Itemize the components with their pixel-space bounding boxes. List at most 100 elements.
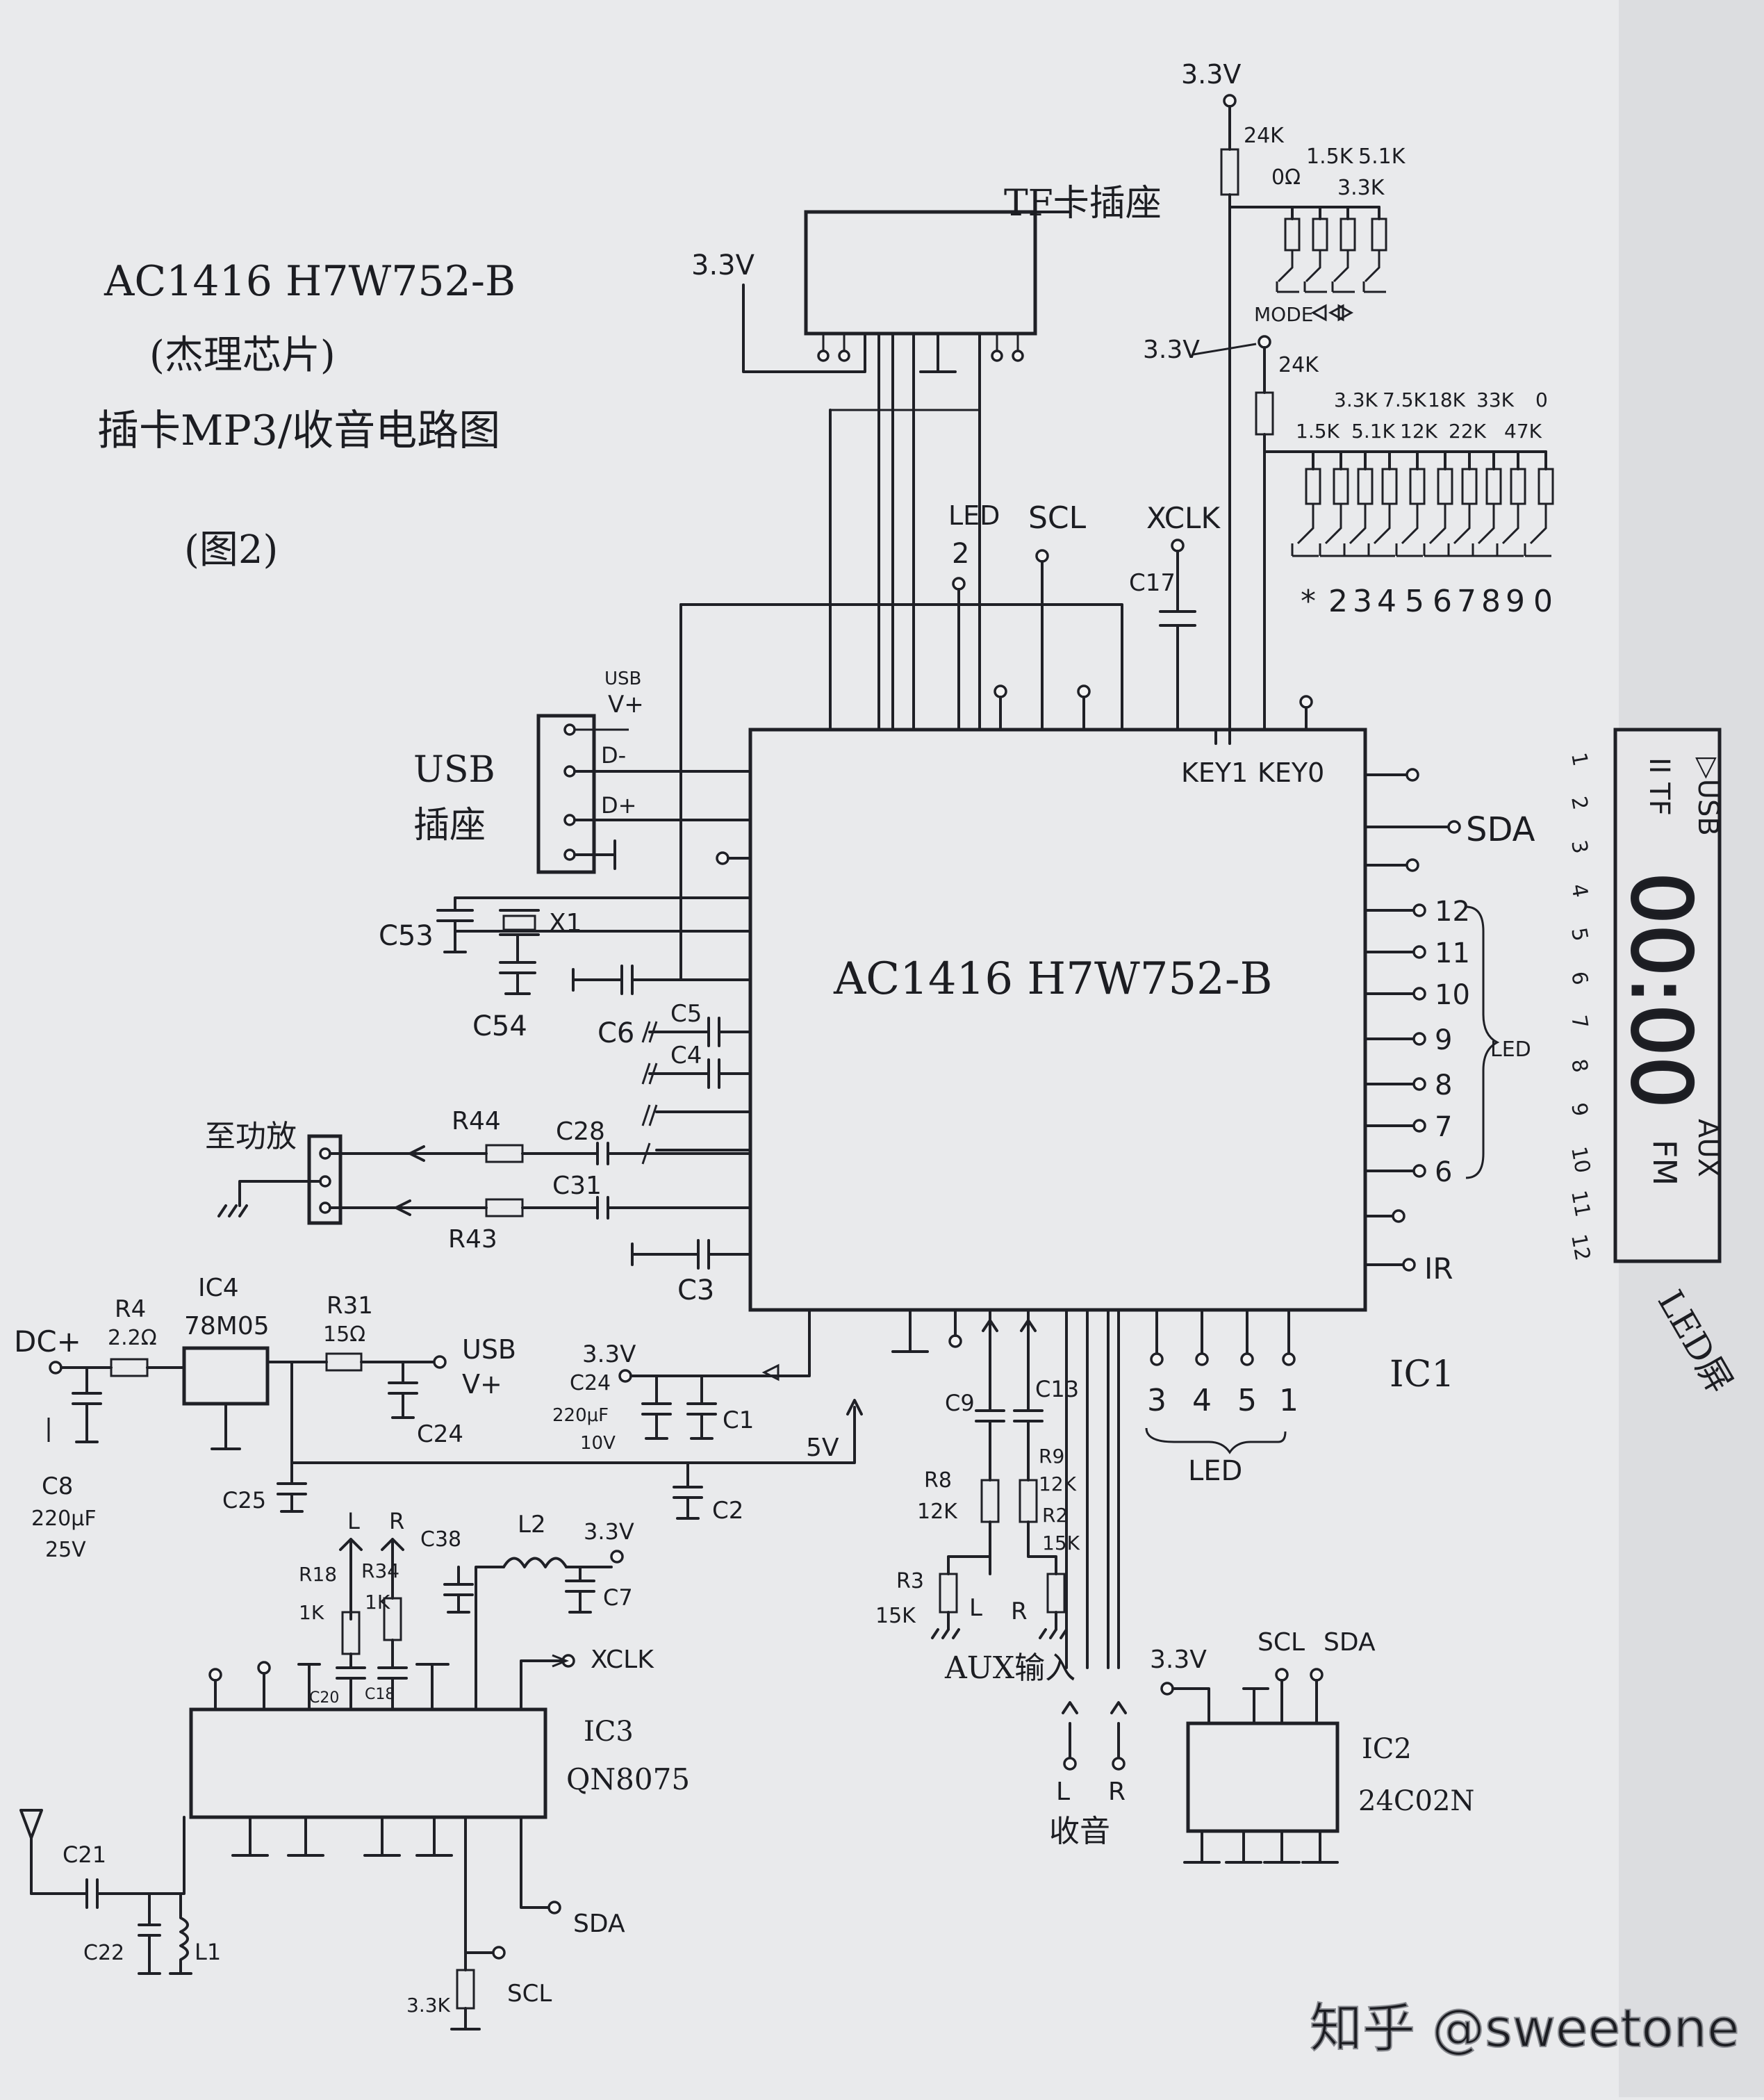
usb-socket-label-1: USB (413, 749, 495, 791)
led-pin-label: 11 (1435, 937, 1470, 969)
c4-label: C4 (670, 1042, 702, 1069)
num-key-switch (1524, 504, 1551, 557)
num-r-top-label: 33K (1476, 388, 1515, 411)
c6-label: C6 (597, 1017, 634, 1049)
c31-label: C31 (552, 1172, 602, 1200)
c13-label: C13 (1035, 1376, 1079, 1402)
led2-label-b: 2 (952, 538, 969, 570)
bottom-led-num: 1 (1279, 1383, 1299, 1418)
r18-label: R18 (299, 1563, 337, 1586)
num-r-bottom-label: 47K (1504, 420, 1542, 443)
c24b-val-a: 220μF (552, 1405, 609, 1426)
r3-label: R3 (896, 1569, 924, 1593)
bottom-led-label: LED (1188, 1455, 1242, 1487)
mode-r-0: 0Ω (1271, 165, 1301, 190)
radio-l-label: L (1056, 1778, 1070, 1806)
ic3-r: R (389, 1508, 404, 1534)
mode-key-switch (1276, 250, 1299, 293)
c7-label: C7 (603, 1584, 633, 1611)
c24-label: C24 (417, 1420, 463, 1448)
mode-pullup: 24K (1244, 124, 1285, 148)
scl-top-label: SCL (1028, 500, 1087, 536)
led-pin-label: 12 (1435, 896, 1470, 928)
tf-card-socket: TF卡插座 3.3V (691, 183, 1162, 731)
num-r-top-label: 0 (1535, 388, 1548, 411)
bottom-led-num: 5 (1237, 1383, 1257, 1418)
r2-label: R2 (1042, 1504, 1068, 1527)
usb-dminus-label: D- (601, 742, 626, 769)
num-key-label: * (1301, 584, 1316, 619)
c8-val-a: 220μF (31, 1507, 97, 1531)
mode-key-switch (1303, 250, 1327, 293)
v5-label: 5V (806, 1434, 839, 1462)
mode-r-1: 1.5K (1306, 145, 1354, 169)
ic3-part: QN8075 (566, 1762, 690, 1796)
led-pin-label: 8 (1435, 1069, 1452, 1101)
mode-key-ladder: 3.3V 24K 0Ω 1.5K 3.3K 5.1K MODE (1181, 59, 1406, 745)
display-pin-number: 10 (1566, 1145, 1594, 1175)
usb-socket-body (536, 714, 596, 874)
ic3-fm-tuner: IC3 QN8075 L R R18 1K R34 1K C20 C18 C38… (19, 1508, 690, 2031)
num-key-label: 8 (1481, 584, 1501, 619)
title-line-3: 插卡MP3/收音电路图 (97, 407, 500, 455)
disp-aux: AUX (1692, 1119, 1724, 1177)
ic3-sda: SDA (573, 1910, 625, 1938)
sda-right-label: SDA (1466, 810, 1535, 849)
led-pin (1412, 903, 1426, 917)
c21-label: C21 (63, 1841, 106, 1868)
num-r-bottom-label: 22K (1449, 420, 1487, 443)
r31-label: R31 (327, 1292, 373, 1320)
c9-label: C9 (945, 1390, 975, 1416)
radio-r-label: R (1108, 1778, 1126, 1806)
led-pin (1412, 1119, 1426, 1133)
title-block: AC1416 H7W752-B (杰理芯片) 插卡MP3/收音电路图 (图2) (97, 257, 516, 573)
crystal-block: C53 X1 C54 (379, 896, 752, 1042)
num-key-switch (1395, 504, 1423, 557)
usb-v-a: USB (462, 1334, 516, 1365)
ic2-eeprom: IC2 24C02N 3.3V SCL SDA (1150, 1628, 1474, 1864)
num-supply: 3.3V (1143, 336, 1200, 364)
r44-label: R44 (452, 1107, 501, 1135)
l2-label: L2 (518, 1511, 546, 1539)
ic3-pull: 3.3K (406, 1994, 451, 2017)
num-key-label: 4 (1377, 584, 1396, 619)
num-r-top-label: 3.3K (1334, 388, 1378, 411)
c17-label: C17 (1129, 569, 1176, 597)
led2-pin (952, 577, 966, 591)
mode-key-symbols (1310, 304, 1354, 322)
ic2-body (1186, 1721, 1340, 1833)
mode-supply: 3.3V (1181, 59, 1241, 90)
r34-val: 1K (365, 1591, 390, 1614)
num-key-switch (1367, 504, 1395, 557)
ic2-part: 24C02N (1358, 1785, 1474, 1817)
ic3-l: L (347, 1508, 360, 1534)
aux-input: C9 R8 12K R3 15K L C13 R9 12K R2 15K R A… (875, 1309, 1127, 1849)
r4-value: 2.2Ω (108, 1326, 157, 1350)
c38-label: C38 (420, 1527, 461, 1552)
bottom-led-num: 4 (1192, 1383, 1212, 1418)
num-r-bottom-label: 12K (1400, 420, 1438, 443)
ic1-name: AC1416 H7W752-B (833, 953, 1273, 1005)
ic4-label: IC4 (198, 1274, 239, 1302)
ic3-v33: 3.3V (584, 1518, 634, 1545)
usb-vplus-label: V+ (608, 691, 644, 719)
r18-val: 1K (299, 1601, 324, 1624)
ic3-ref: IC3 (584, 1716, 634, 1748)
c22-label: C22 (83, 1941, 124, 1965)
c5-label: C5 (670, 1000, 702, 1028)
ir-label: IR (1424, 1252, 1453, 1286)
led-pin (1412, 987, 1426, 1001)
num-key-label: 9 (1506, 584, 1525, 619)
num-key-switch (1447, 504, 1475, 557)
ic1-key0-label: KEY0 (1258, 757, 1324, 788)
mode-r-3: 5.1K (1358, 145, 1406, 169)
disp-digits: 00:00 (1613, 872, 1709, 1108)
amp-output: 至功放 R44 C28 C31 R43 (205, 1107, 752, 1254)
disp-tf: II TF (1643, 757, 1675, 816)
c24b-label: C24 (570, 1371, 611, 1395)
left-capacitors: C6 C5 C4 C3 (572, 965, 752, 1306)
